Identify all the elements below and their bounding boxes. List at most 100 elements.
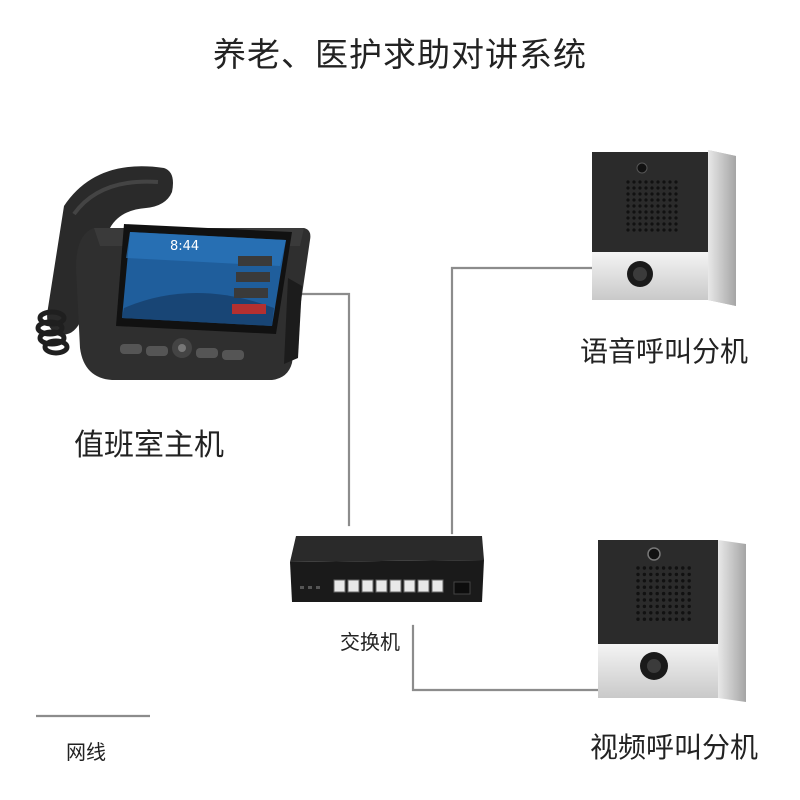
speaker-hole (668, 579, 672, 583)
speaker-hole (632, 186, 636, 190)
speaker-hole (649, 598, 653, 602)
speaker-hole (650, 228, 654, 232)
speaker-hole (681, 585, 685, 589)
speaker-hole (650, 222, 654, 226)
speaker-hole (636, 585, 640, 589)
speaker-hole (650, 180, 654, 184)
speaker-hole (626, 192, 630, 196)
speaker-hole (632, 228, 636, 232)
speaker-hole (674, 579, 679, 583)
speaker-hole (662, 228, 666, 232)
video-label: 视频呼叫分机 (590, 731, 759, 764)
speaker-hole (638, 192, 642, 196)
speaker-hole (638, 186, 642, 190)
speaker-hole (687, 566, 691, 570)
speaker-hole (661, 617, 666, 621)
speaker-hole (642, 572, 647, 577)
speaker-hole (655, 591, 659, 596)
speaker-hole (655, 572, 659, 577)
wire-host-to-switch (294, 292, 351, 527)
speaker-hole (668, 591, 672, 596)
speaker-hole (638, 228, 642, 232)
speaker-hole (649, 604, 653, 609)
speaker-hole (638, 210, 642, 214)
speaker-hole (638, 216, 642, 220)
speaker-hole (681, 604, 685, 609)
speaker-hole (661, 572, 666, 577)
speaker-hole (687, 591, 691, 596)
speaker-hole (644, 222, 648, 226)
speaker-hole (638, 222, 642, 226)
speaker-hole (674, 611, 679, 615)
speaker-hole (674, 228, 678, 232)
speaker-hole (681, 591, 685, 596)
speaker-hole (687, 579, 691, 583)
speaker-hole (650, 216, 654, 220)
speaker-hole (661, 566, 666, 570)
speaker-hole (649, 585, 653, 589)
speaker-hole (642, 579, 647, 583)
speaker-hole (649, 566, 653, 570)
speaker-hole (674, 566, 679, 570)
speaker-hole (674, 572, 679, 577)
legend-label: 网线 (66, 740, 106, 764)
speaker-hole (655, 611, 659, 615)
speaker-hole (632, 198, 636, 202)
speaker-hole (668, 598, 672, 602)
switch-port (389, 579, 402, 593)
speaker-hole (687, 572, 691, 577)
speaker-hole (674, 222, 678, 226)
speaker-hole (650, 198, 654, 202)
speaker-hole (650, 210, 654, 214)
speaker-hole (662, 204, 666, 208)
speaker-hole (656, 210, 660, 214)
speaker-hole (668, 180, 672, 184)
speaker-hole (662, 186, 666, 190)
speaker-hole (626, 198, 630, 202)
speaker-hole (632, 210, 636, 214)
speaker-hole (626, 186, 630, 190)
speaker-hole (661, 585, 666, 589)
speaker-hole (674, 585, 679, 589)
speaker-hole (626, 210, 630, 214)
speaker-hole (668, 204, 672, 208)
speaker-hole (642, 617, 647, 621)
speaker-hole (681, 566, 685, 570)
speaker-hole (687, 611, 691, 615)
speaker-hole (674, 180, 678, 184)
speaker-hole (681, 572, 685, 577)
speaker-hole (668, 192, 672, 196)
speaker-hole (674, 216, 678, 220)
speaker-hole (681, 579, 685, 583)
legend-wire-sample (36, 714, 150, 718)
speaker-hole (632, 222, 636, 226)
speaker-hole (662, 198, 666, 202)
switch-icon (290, 536, 484, 602)
speaker-hole (687, 585, 691, 589)
speaker-hole (638, 180, 642, 184)
speaker-hole (644, 198, 648, 202)
speaker-hole (674, 210, 678, 214)
speaker-hole (661, 591, 666, 596)
speaker-hole (681, 611, 685, 615)
speaker-hole (644, 192, 648, 196)
speaker-hole (644, 216, 648, 220)
speaker-hole (650, 192, 654, 196)
host-phone-icon: 8:44 (35, 166, 311, 380)
speaker-hole (674, 198, 678, 202)
speaker-hole (632, 180, 636, 184)
switch-port (403, 579, 416, 593)
speaker-hole (642, 598, 647, 602)
speaker-hole (626, 216, 630, 220)
speaker-hole (642, 566, 647, 570)
speaker-hole (636, 617, 640, 621)
speaker-hole (655, 598, 659, 602)
speaker-hole (674, 192, 678, 196)
speaker-hole (636, 572, 640, 577)
speaker-hole (674, 598, 679, 602)
speaker-hole (662, 222, 666, 226)
speaker-hole (674, 186, 678, 190)
speaker-hole (656, 192, 660, 196)
speaker-hole (649, 579, 653, 583)
wire-switch-to-voice (450, 266, 595, 535)
